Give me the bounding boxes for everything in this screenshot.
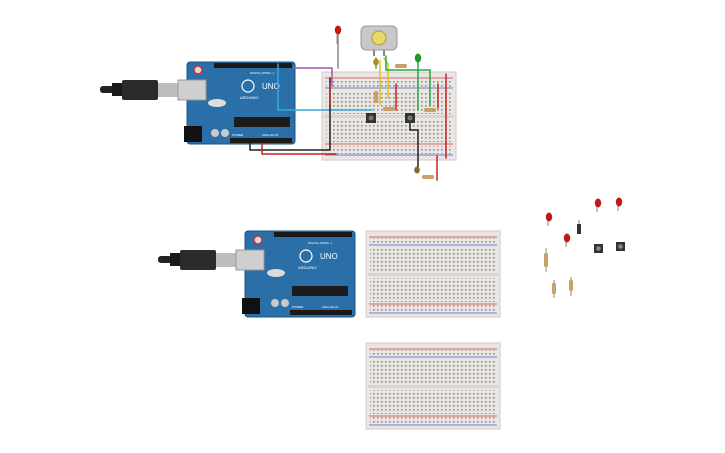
led-green-1[interactable] (414, 53, 422, 63)
breadboard-1-holes-upper (326, 92, 452, 114)
arduino-1-chip (234, 117, 290, 127)
led-green-1-body (414, 53, 422, 63)
arduino-2-digital-header (274, 232, 352, 237)
loose-resistor-2[interactable] (552, 280, 556, 298)
arduino-1-brand-label: ARDUINO (240, 95, 258, 100)
arduino-1-analog-label: ANALOG IN (262, 133, 278, 137)
loose-led-3[interactable] (615, 197, 623, 212)
arduino-2-logo-icon (299, 249, 313, 263)
wire-green[interactable] (385, 55, 431, 107)
breadboard-2-center-gap (368, 273, 498, 276)
loose-slide-switch[interactable] (577, 220, 581, 234)
breadboard-1-rail-top-holes (326, 80, 452, 87)
dc-motor-leg-b (383, 50, 385, 56)
pushbutton-1-cap (368, 115, 374, 121)
resistor-5[interactable] (422, 175, 434, 179)
arduino-1-crystal (208, 99, 226, 107)
arduino-2-power-header (290, 310, 352, 315)
arduino-2-model-label: UNO (320, 252, 338, 261)
usb-cable-1[interactable] (100, 80, 180, 100)
breadboard-1-rail-bottom-holes (326, 146, 452, 154)
arduino-1-power-header (230, 138, 292, 143)
breadboard-2-holes-lower (370, 278, 496, 302)
dc-motor-leg-a (373, 50, 375, 56)
led-yellow-1-body (373, 58, 379, 66)
resistors-1[interactable] (374, 64, 436, 179)
breadboard-1-center-gap (324, 115, 454, 118)
arduino-2-capacitor-a (271, 299, 279, 307)
usb-cable-2[interactable] (158, 250, 240, 270)
loose-resistor-3[interactable] (569, 277, 573, 296)
led-red-1-body (334, 25, 342, 35)
arduino-board-2[interactable]: UNO ARDUINO DIGITAL (PWM ~) POWER ANALOG… (235, 230, 356, 318)
resistor-2[interactable] (374, 91, 378, 103)
breadboard-2-rail-top-holes (370, 238, 496, 244)
breadboard-2-holes-upper (370, 248, 496, 272)
breadboard-3-rail-top-holes (370, 350, 496, 356)
arduino-2-power-jack (242, 298, 260, 314)
breadboard-3-holes-upper (370, 360, 496, 384)
resistor-3[interactable] (383, 107, 395, 111)
led-red-1[interactable] (334, 25, 342, 45)
breadboard-1[interactable] (321, 71, 457, 161)
loose-pushbutton-1[interactable] (594, 244, 603, 253)
breadboard-3[interactable] (365, 342, 501, 430)
dc-motor-shaft-icon (371, 30, 387, 46)
breadboard-3-holes-lower (370, 390, 496, 414)
arduino-2-brand-label: ARDUINO (298, 265, 316, 270)
dc-motor[interactable] (360, 25, 398, 56)
arduino-1-digital-label: DIGITAL (PWM ~) (250, 71, 274, 75)
loose-resistor-1[interactable] (544, 248, 548, 272)
arduino-2-usb-port (235, 249, 265, 271)
arduino-1-model-label: UNO (262, 82, 280, 91)
pushbuttons-1[interactable] (366, 113, 415, 123)
loose-led-4[interactable] (563, 233, 571, 248)
resistor-4[interactable] (424, 108, 436, 112)
arduino-1-power-jack (184, 126, 202, 142)
arduino-1-usb-port (177, 79, 207, 101)
breadboard-2-rail-bottom-holes (370, 305, 496, 312)
arduino-board-1[interactable]: UNO ARDUINO DIGITAL (PWM ~) POWER ANALOG… (177, 61, 296, 145)
led-yellow-1[interactable] (373, 58, 379, 66)
wire-red-5v[interactable] (261, 142, 337, 155)
arduino-2-capacitor-b (281, 299, 289, 307)
wire-cyan[interactable] (277, 63, 373, 111)
loose-components[interactable] (544, 197, 625, 299)
arduino-1-power-label: POWER (232, 133, 244, 137)
wires-1[interactable] (249, 31, 447, 181)
arduino-1-logo-icon (241, 79, 255, 93)
arduino-2-power-label: POWER (292, 305, 304, 309)
breadboard-1-holes-lower (326, 120, 452, 142)
arduino-2-digital-label: DIGITAL (PWM ~) (308, 241, 332, 245)
wire-purple[interactable] (293, 67, 333, 87)
breadboard-2[interactable] (365, 230, 501, 318)
breadboard-3-rail-bottom-holes (370, 417, 496, 424)
loose-led-2[interactable] (594, 198, 602, 213)
arduino-1-capacitor-a (211, 129, 219, 137)
loose-pushbutton-2[interactable] (616, 242, 625, 251)
arduino-1-reset-button[interactable] (193, 65, 203, 75)
wire-black-gnd[interactable] (249, 77, 331, 151)
pushbutton-2-cap (407, 115, 413, 121)
resistor-1[interactable] (395, 64, 407, 68)
arduino-1-capacitor-b (221, 129, 229, 137)
arduino-2-reset-button[interactable] (253, 235, 263, 245)
arduino-2-analog-label: ANALOG IN (322, 305, 338, 309)
breadboard-3-center-gap (368, 385, 498, 388)
arduino-1-pcb (186, 61, 296, 145)
arduino-2-chip (292, 286, 348, 296)
arduino-2-crystal (267, 269, 285, 277)
resistor-5-cap (414, 166, 420, 174)
loose-led-1[interactable] (545, 212, 553, 227)
arduino-1-digital-header (214, 63, 292, 68)
